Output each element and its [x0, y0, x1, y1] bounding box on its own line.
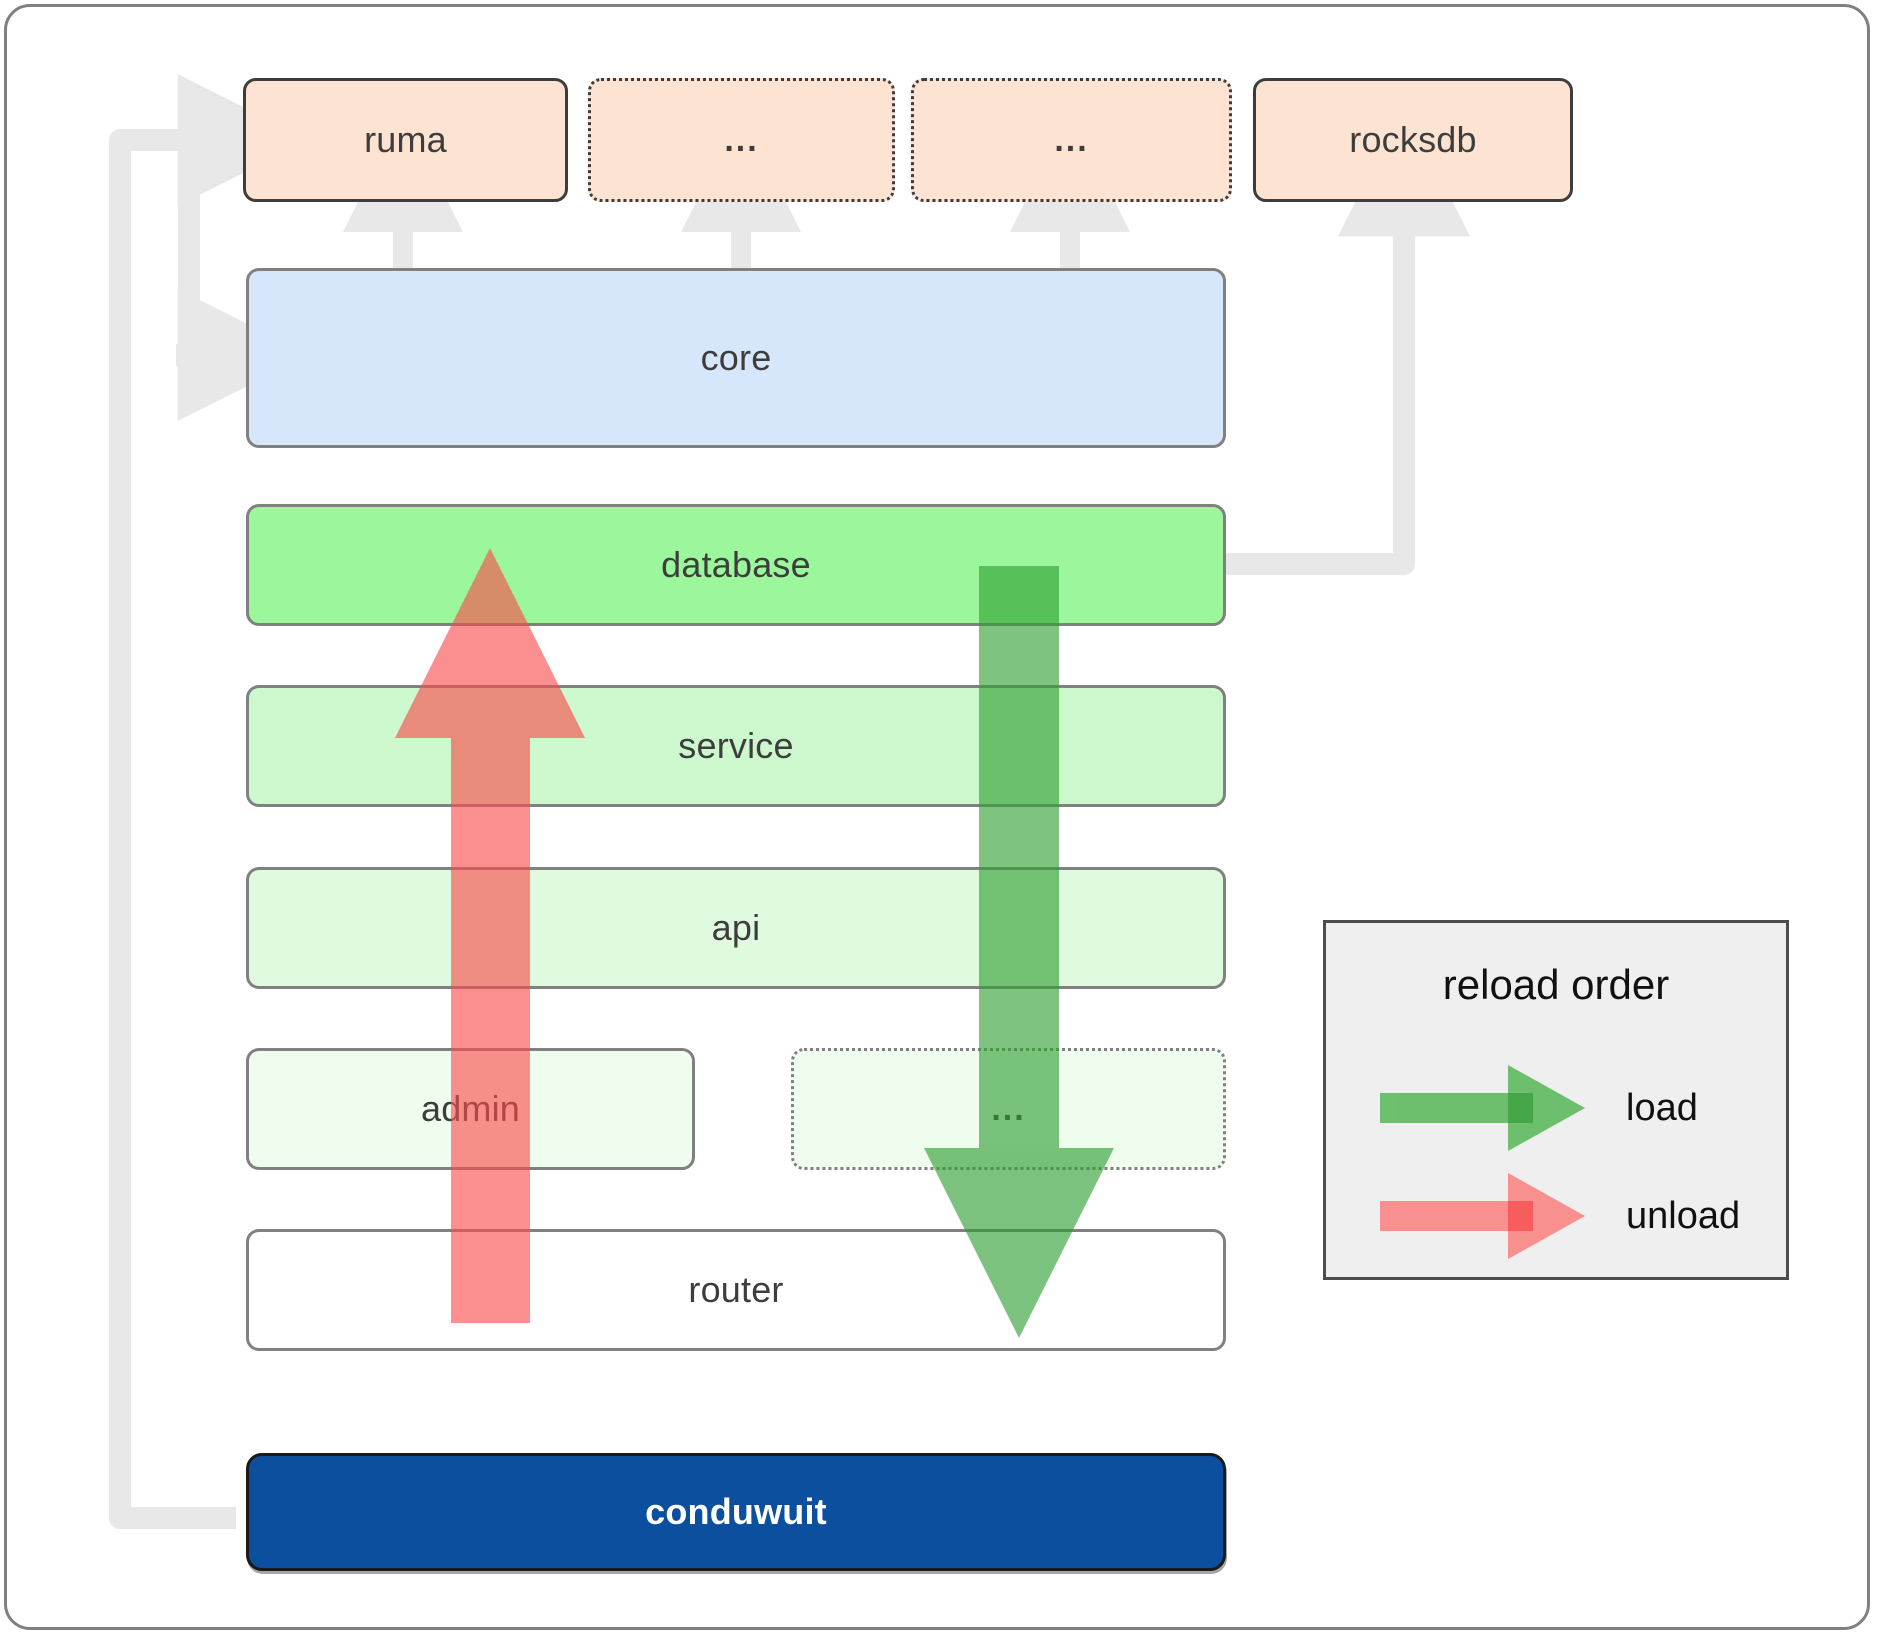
- legend-label-load: load: [1626, 1087, 1698, 1129]
- layer-box-admin[interactable]: admin: [246, 1048, 695, 1170]
- dependency-box-dep-a[interactable]: ...: [588, 78, 895, 202]
- layer-box-extra[interactable]: ...: [791, 1048, 1226, 1170]
- layer-label-admin: admin: [420, 1088, 521, 1129]
- layer-label-api: api: [711, 907, 761, 948]
- legend-row-unload: unload: [1326, 1171, 1786, 1261]
- layer-box-core[interactable]: core: [246, 268, 1226, 448]
- legend-panel: reload order load unload: [1323, 920, 1789, 1280]
- legend-title: reload order: [1442, 961, 1670, 1008]
- layer-label-service: service: [678, 725, 794, 766]
- legend-label-unload: unload: [1626, 1195, 1741, 1237]
- dependency-box-ruma[interactable]: ruma: [243, 78, 568, 202]
- binary-box-conduwuit[interactable]: conduwuit: [246, 1453, 1226, 1571]
- binary-label-conduwuit: conduwuit: [645, 1491, 827, 1532]
- dependency-box-dep-b[interactable]: ...: [911, 78, 1232, 202]
- layer-label-database: database: [661, 544, 811, 585]
- dependency-label-dep-a: ...: [724, 120, 759, 159]
- dependency-box-rocksdb[interactable]: rocksdb: [1253, 78, 1573, 202]
- layer-box-router[interactable]: router: [246, 1229, 1226, 1351]
- layer-box-api[interactable]: api: [246, 867, 1226, 989]
- dependency-label-dep-b: ...: [1054, 120, 1089, 159]
- layer-label-router: router: [688, 1269, 784, 1310]
- layer-label-core: core: [700, 337, 772, 378]
- diagram-outer-frame: [4, 4, 1870, 1630]
- layer-box-database[interactable]: database: [246, 504, 1226, 626]
- dependency-label-rocksdb: rocksdb: [1349, 119, 1477, 160]
- legend-load-arrow-icon: [1380, 1065, 1585, 1151]
- dependency-label-ruma: ruma: [364, 119, 447, 160]
- layer-label-extra: ...: [991, 1089, 1026, 1128]
- layer-box-service[interactable]: service: [246, 685, 1226, 807]
- legend-row-load: load: [1326, 1063, 1786, 1153]
- legend-unload-arrow-icon: [1380, 1173, 1585, 1259]
